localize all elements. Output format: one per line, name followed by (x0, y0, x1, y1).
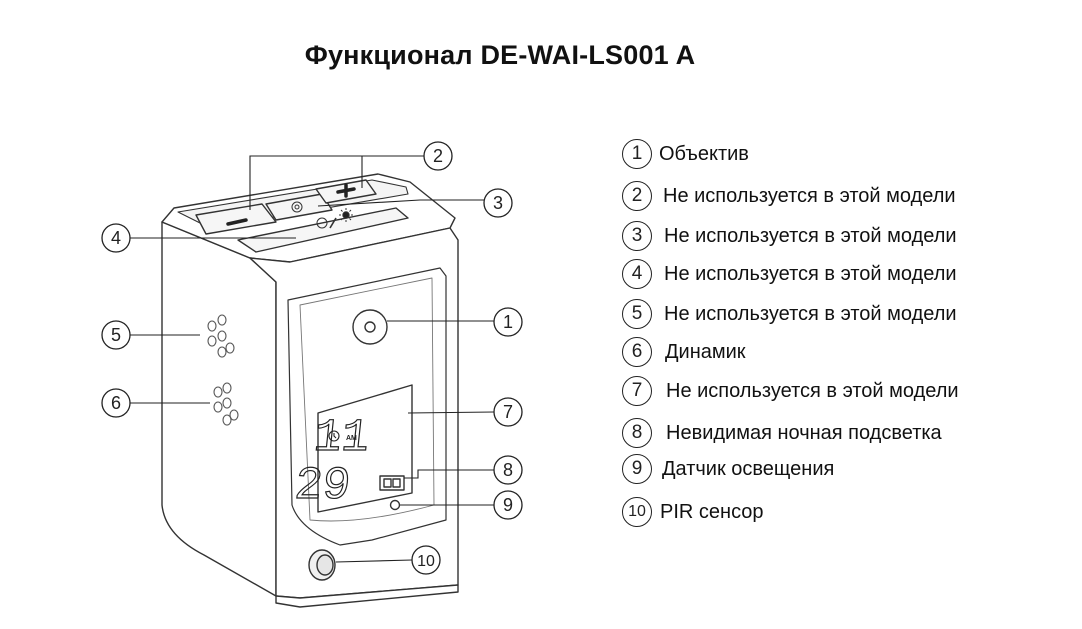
legend-label: Не используется в этой модели (663, 184, 956, 207)
callout-circle-10 (411, 545, 441, 575)
legend-label: Объектив (659, 142, 749, 165)
lens (352, 309, 388, 345)
callout-10: 10 (417, 553, 435, 570)
callout-circle-4 (101, 223, 131, 253)
lcd-hour-digits: 11 (311, 412, 372, 464)
callout-circle-9 (493, 490, 523, 520)
legend-number: 6 (622, 337, 652, 367)
legend-number: 4 (622, 259, 652, 289)
callout-circle-7 (493, 397, 523, 427)
legend-number: 3 (622, 221, 652, 251)
leader-3 (317, 199, 484, 207)
callout-4: 4 (111, 228, 121, 248)
callout-7: 7 (503, 402, 513, 422)
speaker-grille (207, 314, 239, 426)
plus-icon (336, 183, 356, 198)
callout-circle-3 (483, 188, 513, 218)
legend-item: 2 Не используется в этой модели (622, 179, 956, 213)
gear-icon (291, 201, 303, 213)
legend-label: Не используется в этой модели (664, 224, 957, 247)
legend-label: PIR сенсор (660, 500, 764, 523)
legend-number: 2 (622, 181, 652, 211)
callout-circle-1 (493, 307, 523, 337)
device-base (275, 584, 459, 608)
leader-10 (335, 559, 413, 563)
legend-item: 1 Объектив (622, 137, 749, 171)
callout-8: 8 (503, 460, 513, 480)
legend-item: 4 Не используется в этой модели (622, 257, 957, 291)
callout-circle-8 (493, 455, 523, 485)
callout-circle-5 (101, 320, 131, 350)
legend-number: 1 (622, 139, 652, 169)
legend-label: Динамик (665, 340, 746, 363)
legend-number: 5 (622, 299, 652, 329)
legend-label: Невидимая ночная подсветка (666, 421, 942, 444)
legend-number: 7 (622, 376, 652, 406)
legend-label: Не используется в этой модели (664, 262, 957, 285)
callout-2: 2 (433, 146, 443, 166)
legend-item: 9 Датчик освещения (622, 452, 834, 486)
lcd-alarm-icon (328, 430, 340, 442)
callout-3: 3 (493, 193, 503, 213)
legend-item: 3 Не используется в этой модели (622, 219, 957, 253)
legend-label: Не используется в этой модели (664, 302, 957, 325)
callout-circle-2 (423, 141, 453, 171)
legend-item: 10 PIR сенсор (622, 495, 764, 529)
callout-6: 6 (111, 393, 121, 413)
leader-2 (249, 155, 424, 210)
mode-button[interactable] (237, 207, 409, 253)
legend-number: 9 (622, 454, 652, 484)
callout-9: 9 (503, 495, 513, 515)
light-sensor (389, 499, 401, 511)
callout-5: 5 (111, 325, 121, 345)
legend-item: 6 Динамик (622, 335, 746, 369)
minus-button[interactable] (195, 203, 277, 235)
sun-icon (342, 211, 350, 219)
minus-icon (226, 218, 248, 226)
lcd-minute-digits: 29 (292, 460, 353, 512)
legend-item: 7 Не используется в этой модели (622, 374, 959, 408)
leader-7 (407, 411, 495, 414)
legend-number: 10 (622, 497, 652, 527)
callout-1: 1 (503, 312, 513, 332)
legend-item: 5 Не используется в этой модели (622, 297, 957, 331)
lcd-am-label: AM (346, 435, 357, 442)
page-title: Функционал DE-WAI-LS001 A (304, 40, 696, 70)
alarm-icon (316, 217, 328, 229)
device-left-side (161, 221, 277, 597)
legend-number: 8 (622, 418, 652, 448)
leader-8 (404, 469, 494, 479)
legend-label: Датчик освещения (662, 457, 835, 480)
legend-item: 8 Невидимая ночная подсветка (622, 416, 942, 450)
legend-label: Не используется в этой модели (666, 379, 959, 402)
callout-circle-6 (101, 388, 131, 418)
